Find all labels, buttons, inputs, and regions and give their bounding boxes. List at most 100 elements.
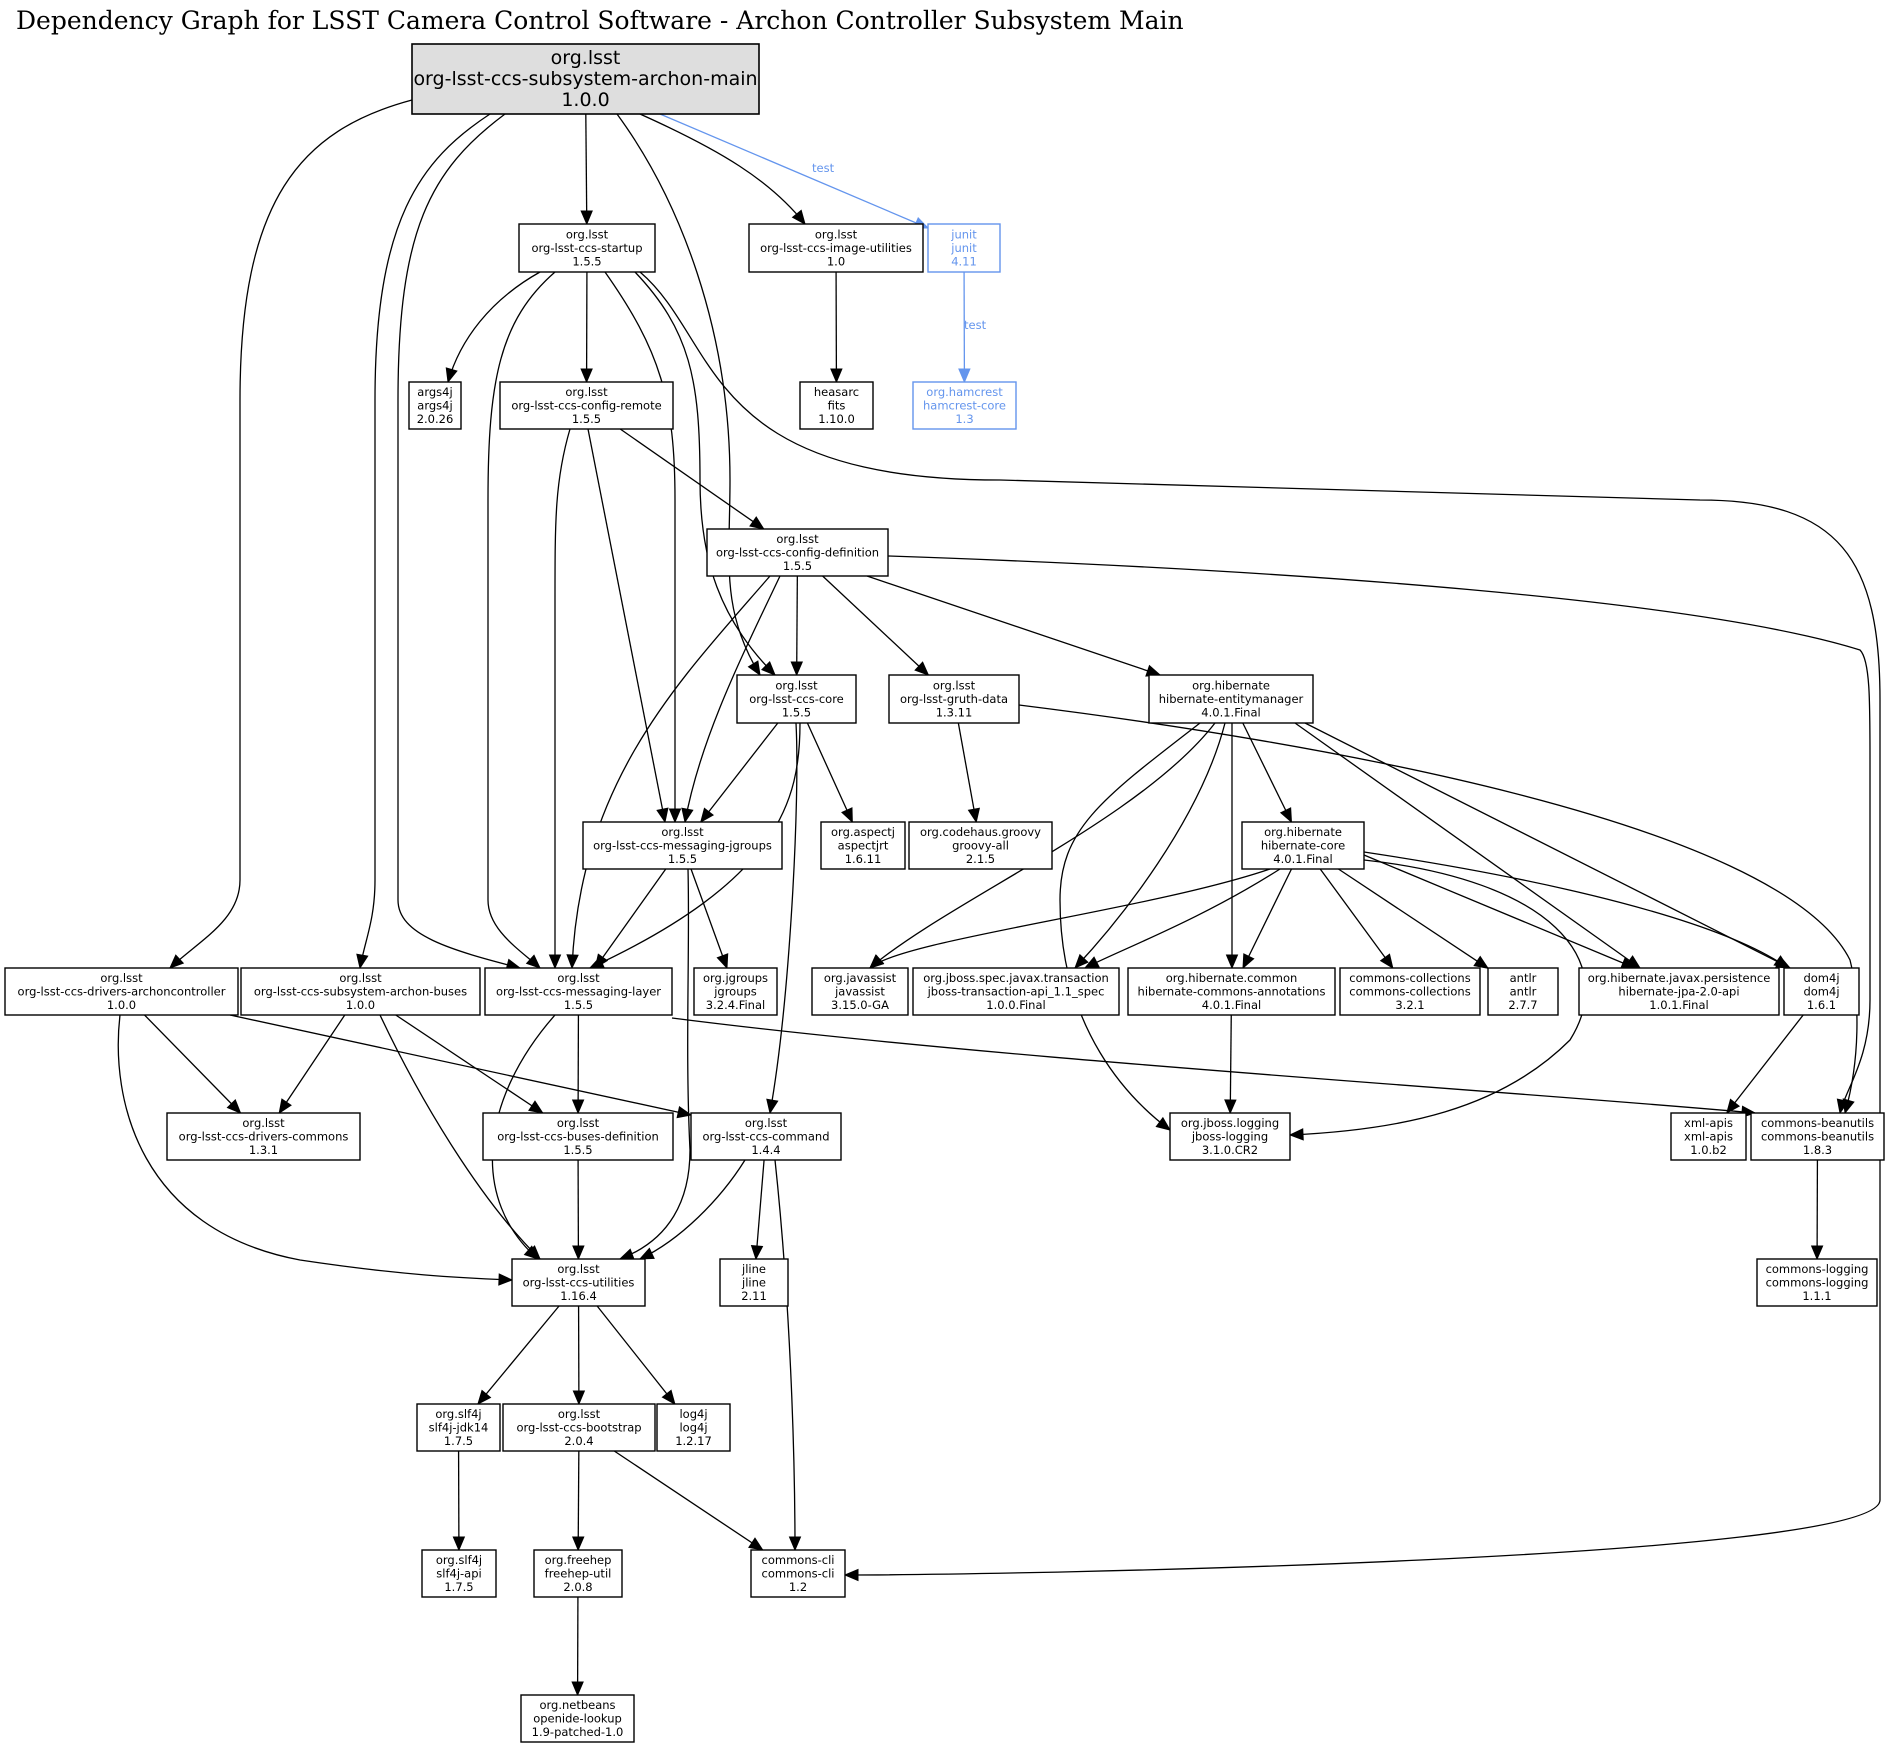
edge-utilities-to-log4j — [596, 1305, 676, 1406]
node-artifact: jboss-logging — [1191, 1130, 1268, 1144]
node-group: commons-logging — [1766, 1262, 1869, 1276]
arrowhead-icon — [830, 368, 843, 384]
node-group: jline — [741, 1262, 766, 1276]
edge-startup-to-messaging-layer — [487, 271, 556, 969]
node-messaging-jgroups: org.lsstorg-lsst-ccs-messaging-jgroups1.… — [582, 821, 783, 870]
node-artifact: org-lsst-ccs-buses-definition — [497, 1130, 659, 1144]
arrowhead-icon — [1074, 953, 1089, 969]
node-group: org.lsst — [566, 228, 609, 242]
edge-line — [169, 99, 413, 969]
arrowhead-icon — [580, 368, 593, 384]
node-version: 3.15.0-GA — [831, 998, 889, 1012]
node-commons-collections: commons-collectionscommons-collections3.… — [1339, 967, 1481, 1016]
node-box — [408, 381, 462, 430]
node-entitymanager: org.hibernatehibernate-entitymanager4.0.… — [1148, 674, 1314, 724]
node-version: 1.3.1 — [249, 1143, 278, 1157]
arrowhead-icon — [788, 1536, 802, 1552]
arrowhead-icon — [869, 954, 885, 969]
arrowhead-icon — [1242, 953, 1255, 970]
edge-command-to-commons-cli — [774, 1159, 802, 1552]
arrowhead-icon — [226, 1098, 242, 1114]
node-group: org.lsst — [745, 1116, 788, 1130]
node-group: org.lsst — [565, 385, 608, 399]
node-group: org.slf4j — [436, 1553, 482, 1567]
edge-line — [619, 868, 691, 1260]
node-artifact: org-lsst-ccs-subsystem-archon-buses — [254, 985, 467, 999]
edge-line — [755, 1159, 765, 1260]
arrowhead-icon — [477, 1389, 492, 1405]
edge-line — [639, 1159, 746, 1260]
arrowhead-icon — [571, 1536, 585, 1552]
edge-entitymanager-to-jboss-transaction — [1074, 722, 1226, 969]
node-main: org.lsstorg-lsst-ccs-subsystem-archon-ma… — [411, 43, 760, 115]
edge-line — [613, 1450, 764, 1551]
node-artifact: openide-lookup — [533, 1712, 622, 1726]
arrowhead-icon — [580, 210, 593, 226]
node-group: org.hibernate.javax.persistence — [1588, 971, 1771, 985]
arrowhead-icon — [1473, 955, 1490, 969]
edge-line — [671, 1017, 1756, 1114]
edge-archoncontroller-to-utilities — [117, 1014, 514, 1286]
node-group: args4j — [417, 385, 452, 399]
edge-scope-label: test — [812, 161, 835, 175]
node-box — [690, 1112, 842, 1161]
edge-line — [1363, 851, 1789, 969]
node-group: org.jgroups — [703, 971, 768, 985]
node-version: 1.6.11 — [845, 852, 882, 866]
node-group: commons-cli — [762, 1553, 835, 1567]
node-box — [799, 381, 874, 430]
edge-beanutils-to-commons-logging — [1810, 1159, 1824, 1261]
arrowhead-icon — [749, 516, 765, 530]
arrowhead-icon — [638, 1247, 655, 1260]
node-artifact: org-lsst-gruth-data — [900, 692, 1008, 706]
arrowhead-icon — [571, 1099, 585, 1115]
node-box — [582, 821, 783, 870]
edge-line — [1338, 868, 1489, 969]
node-artifact: org-lsst-ccs-bootstrap — [516, 1421, 641, 1435]
node-group: junit — [950, 228, 977, 242]
node-box — [656, 1403, 731, 1452]
edge-line — [869, 868, 1271, 969]
arrowhead-icon — [566, 954, 579, 970]
edge-line — [229, 1014, 692, 1116]
node-group: org.lsst — [775, 679, 818, 693]
node-box — [166, 1112, 361, 1161]
arrowhead-icon — [445, 367, 458, 384]
node-version: 1.4.4 — [751, 1143, 780, 1157]
node-artifact: groovy-all — [952, 839, 1009, 853]
node-config-definition: org.lsstorg-lsst-ccs-config-definition1.… — [706, 528, 889, 577]
edge-hibernate-core-to-jpa — [1363, 854, 1637, 969]
node-version: 2.7.7 — [1508, 998, 1537, 1012]
nodes-layer: org.lsstorg-lsst-ccs-subsystem-archon-ma… — [4, 43, 1885, 1743]
arrowhead-icon — [1224, 1099, 1237, 1115]
edge-line — [774, 1159, 796, 1551]
node-jboss-transaction: org.jboss.spec.javax.transactionjboss-tr… — [912, 967, 1120, 1016]
node-box — [240, 967, 481, 1016]
node-artifact: commons-cli — [762, 1567, 835, 1581]
arrowhead-icon — [1842, 1098, 1855, 1115]
node-box — [4, 967, 239, 1016]
edge-command-to-jline — [750, 1159, 765, 1261]
arrowhead-icon — [594, 953, 609, 970]
arrowhead-icon — [843, 1568, 859, 1582]
edge-line — [395, 1014, 544, 1114]
arrowhead-icon — [572, 1245, 585, 1261]
node-version: 1.1.1 — [1802, 1289, 1831, 1303]
node-version: 1.6.1 — [1807, 998, 1836, 1012]
node-box — [912, 967, 1120, 1016]
edge-line — [379, 1014, 541, 1260]
node-box — [520, 1694, 635, 1743]
node-version: 1.16.4 — [560, 1289, 597, 1303]
arrowhead-icon — [791, 209, 806, 226]
node-box — [927, 223, 1001, 273]
arrowhead-icon — [958, 368, 971, 384]
node-artifact: jboss-transaction-api_1.1_spec — [927, 985, 1105, 999]
